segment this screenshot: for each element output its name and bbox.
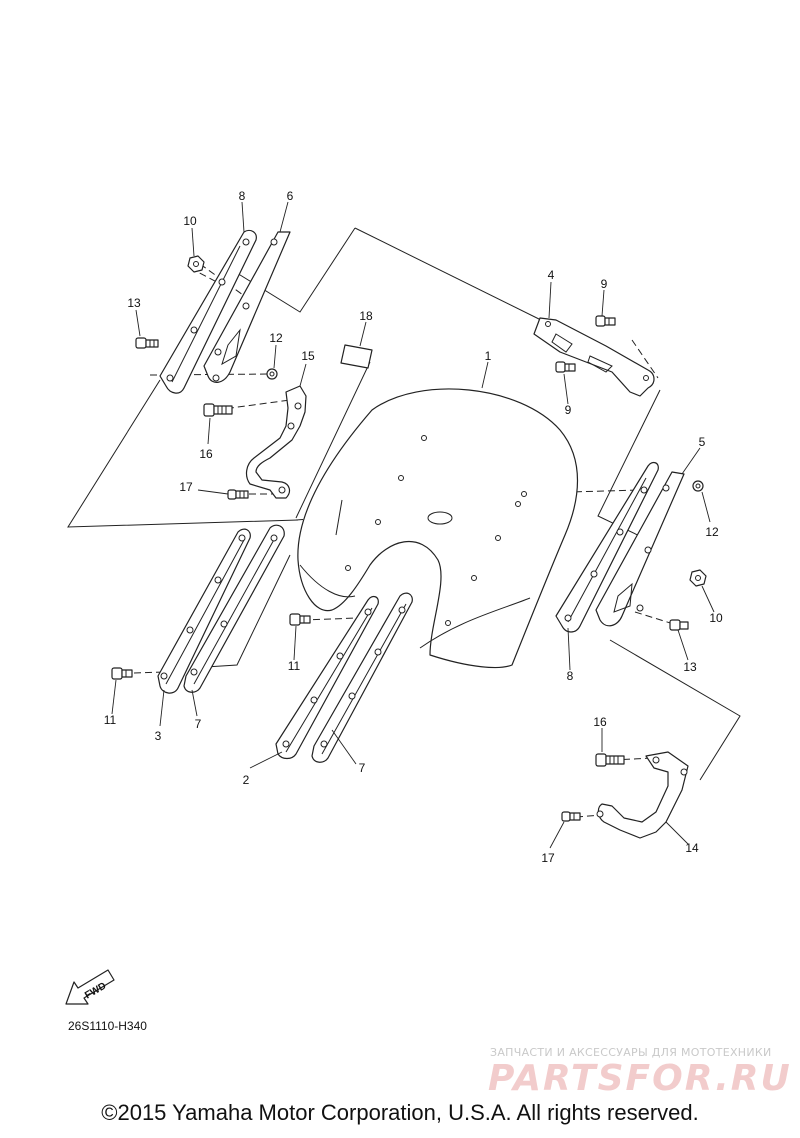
callout-16a: 16: [199, 447, 213, 461]
callout-9a: 9: [601, 277, 608, 291]
lower-left-bracket-3: [157, 528, 251, 694]
callouts: 1 2 3 4 5 6 7 7 8 8 9 9 10 10 11 11 12 1…: [104, 189, 723, 865]
callout-8b: 8: [567, 669, 574, 683]
callout-12b: 12: [705, 525, 719, 539]
nut-12-upper: [266, 368, 278, 380]
bolt-11-center: [289, 613, 311, 626]
callout-17a: 17: [179, 480, 193, 494]
fasteners: [111, 255, 707, 822]
callout-12a: 12: [269, 331, 283, 345]
right-bracket-8: [555, 461, 659, 633]
bolt-11-left: [111, 667, 133, 680]
callout-14: 14: [685, 841, 699, 855]
callout-2: 2: [243, 773, 250, 787]
callout-5: 5: [699, 435, 706, 449]
callout-8a: 8: [239, 189, 246, 203]
windshield: [297, 388, 578, 669]
stay-15: [245, 385, 307, 499]
lower-left-garnish-7a: [183, 524, 285, 693]
pad-18: [340, 344, 373, 369]
callout-10a: 10: [183, 214, 197, 228]
bolt-9-upper: [595, 315, 616, 327]
bolt-16-upper: [203, 403, 233, 417]
bolt-16-lower: [595, 753, 625, 767]
callout-7b: 7: [359, 761, 366, 775]
callout-9b: 9: [565, 403, 572, 417]
lower-center-garnish-7b: [311, 592, 413, 763]
callout-13a: 13: [127, 296, 141, 310]
callout-1: 1: [485, 349, 492, 363]
callout-15: 15: [301, 349, 315, 363]
bolt-13-upper: [135, 337, 159, 349]
watermark-brand: PARTSFOR.RU: [488, 1058, 792, 1099]
upper-left-stay-6: [203, 231, 291, 383]
lower-center-bracket-2: [275, 595, 379, 760]
center-bracket-4: [533, 317, 655, 397]
copyright-notice: ©2015 Yamaha Motor Corporation, U.S.A. A…: [101, 1100, 699, 1125]
bolt-17-upper: [227, 489, 249, 500]
callout-4: 4: [548, 268, 555, 282]
callout-13b: 13: [683, 660, 697, 674]
callout-11b: 11: [288, 659, 301, 673]
watermark: ЗАПЧАСТИ И АКСЕССУАРЫ ДЛЯ МОТОТЕХНИКИ PA…: [488, 1046, 792, 1099]
callout-16b: 16: [593, 715, 607, 729]
leader-lines: [111, 201, 715, 849]
stay-14: [596, 751, 689, 839]
nut-10-upper: [187, 255, 205, 273]
right-stay-5: [595, 471, 685, 627]
callout-11a: 11: [104, 713, 117, 727]
callout-10b: 10: [709, 611, 723, 625]
bolt-13-right: [669, 619, 689, 631]
watermark-tagline: ЗАПЧАСТИ И АКСЕССУАРЫ ДЛЯ МОТОТЕХНИКИ: [490, 1046, 772, 1059]
nut-12-right: [692, 480, 704, 492]
callout-17b: 17: [541, 851, 555, 865]
nut-10-right: [689, 569, 707, 587]
callout-3: 3: [155, 729, 162, 743]
fwd-arrow: FWD: [65, 969, 115, 1005]
diagram-code: 26S1110-H340: [68, 1019, 147, 1033]
upper-left-bracket-8: [159, 229, 257, 394]
callout-18: 18: [359, 309, 373, 323]
callout-7a: 7: [195, 717, 202, 731]
callout-6: 6: [287, 189, 294, 203]
bolt-9-lower: [555, 361, 576, 373]
bolt-17-lower: [561, 811, 581, 822]
